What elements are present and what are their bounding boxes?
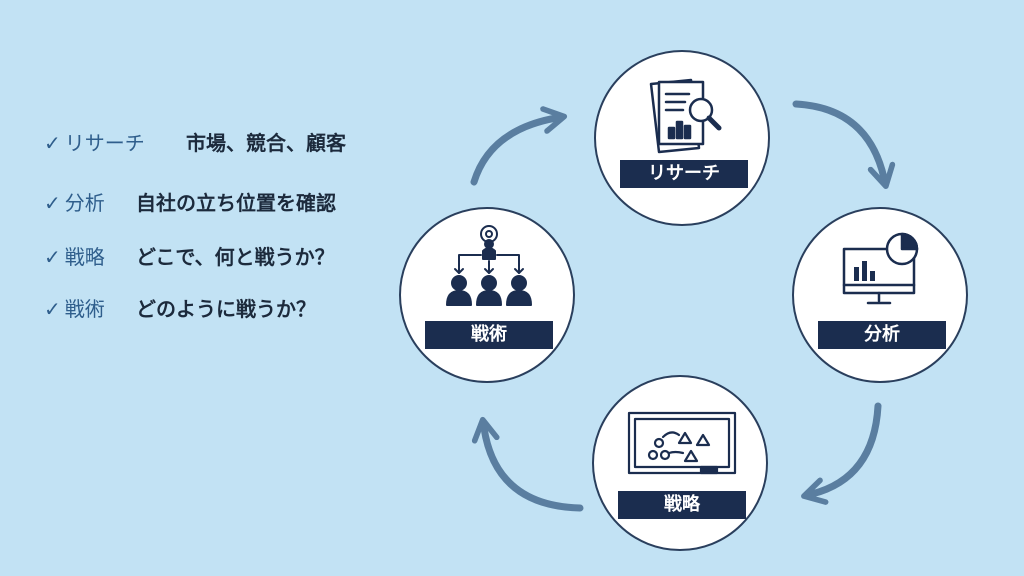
checklist-item-strategy: ✓戦略 どこで、何と戦うか？	[44, 242, 335, 272]
node-label-research: リサーチ	[620, 160, 748, 188]
cycle-node-tactics: 戦術	[399, 207, 575, 383]
tactics-board-icon	[627, 411, 737, 475]
team-hierarchy-icon	[446, 225, 532, 306]
checklist-description: どこで、何と戦うか？	[136, 245, 335, 269]
monitor-chart-icon	[842, 232, 919, 305]
cycle-node-analysis: 分析	[792, 207, 968, 383]
arrow-strategy-to-tactics	[471, 416, 584, 512]
checkmark-icon: ✓	[44, 297, 61, 321]
checklist-description: 市場、競合、顧客	[186, 131, 346, 155]
cycle-node-strategy: 戦略	[592, 375, 768, 551]
checklist-term: 戦術	[64, 297, 105, 321]
checkmark-icon: ✓	[44, 191, 61, 215]
checklist-term: リサーチ	[64, 131, 145, 155]
arrow-tactics-to-research	[470, 106, 568, 186]
checkmark-icon: ✓	[44, 245, 61, 269]
research-document-magnifier-icon	[649, 78, 722, 154]
node-label-strategy: 戦略	[618, 491, 746, 519]
cycle-node-research: リサーチ	[594, 50, 770, 226]
arrow-analysis-to-strategy	[801, 402, 882, 505]
checklist-term: 戦略	[64, 245, 105, 269]
checklist-item-research: ✓リサーチ 市場、競合、顧客	[44, 128, 346, 158]
checklist-item-tactics: ✓戦術 どのように戦うか？	[44, 294, 316, 324]
node-label-analysis: 分析	[818, 321, 946, 349]
arrow-research-to-analysis	[792, 100, 896, 189]
checkmark-icon: ✓	[44, 131, 61, 155]
checklist-term: 分析	[64, 191, 105, 215]
checklist-description: どのように戦うか？	[136, 297, 316, 321]
node-label-tactics: 戦術	[425, 321, 553, 349]
checklist-item-analysis: ✓分析 自社の立ち位置を確認	[44, 188, 336, 218]
checklist-description: 自社の立ち位置を確認	[136, 191, 336, 215]
